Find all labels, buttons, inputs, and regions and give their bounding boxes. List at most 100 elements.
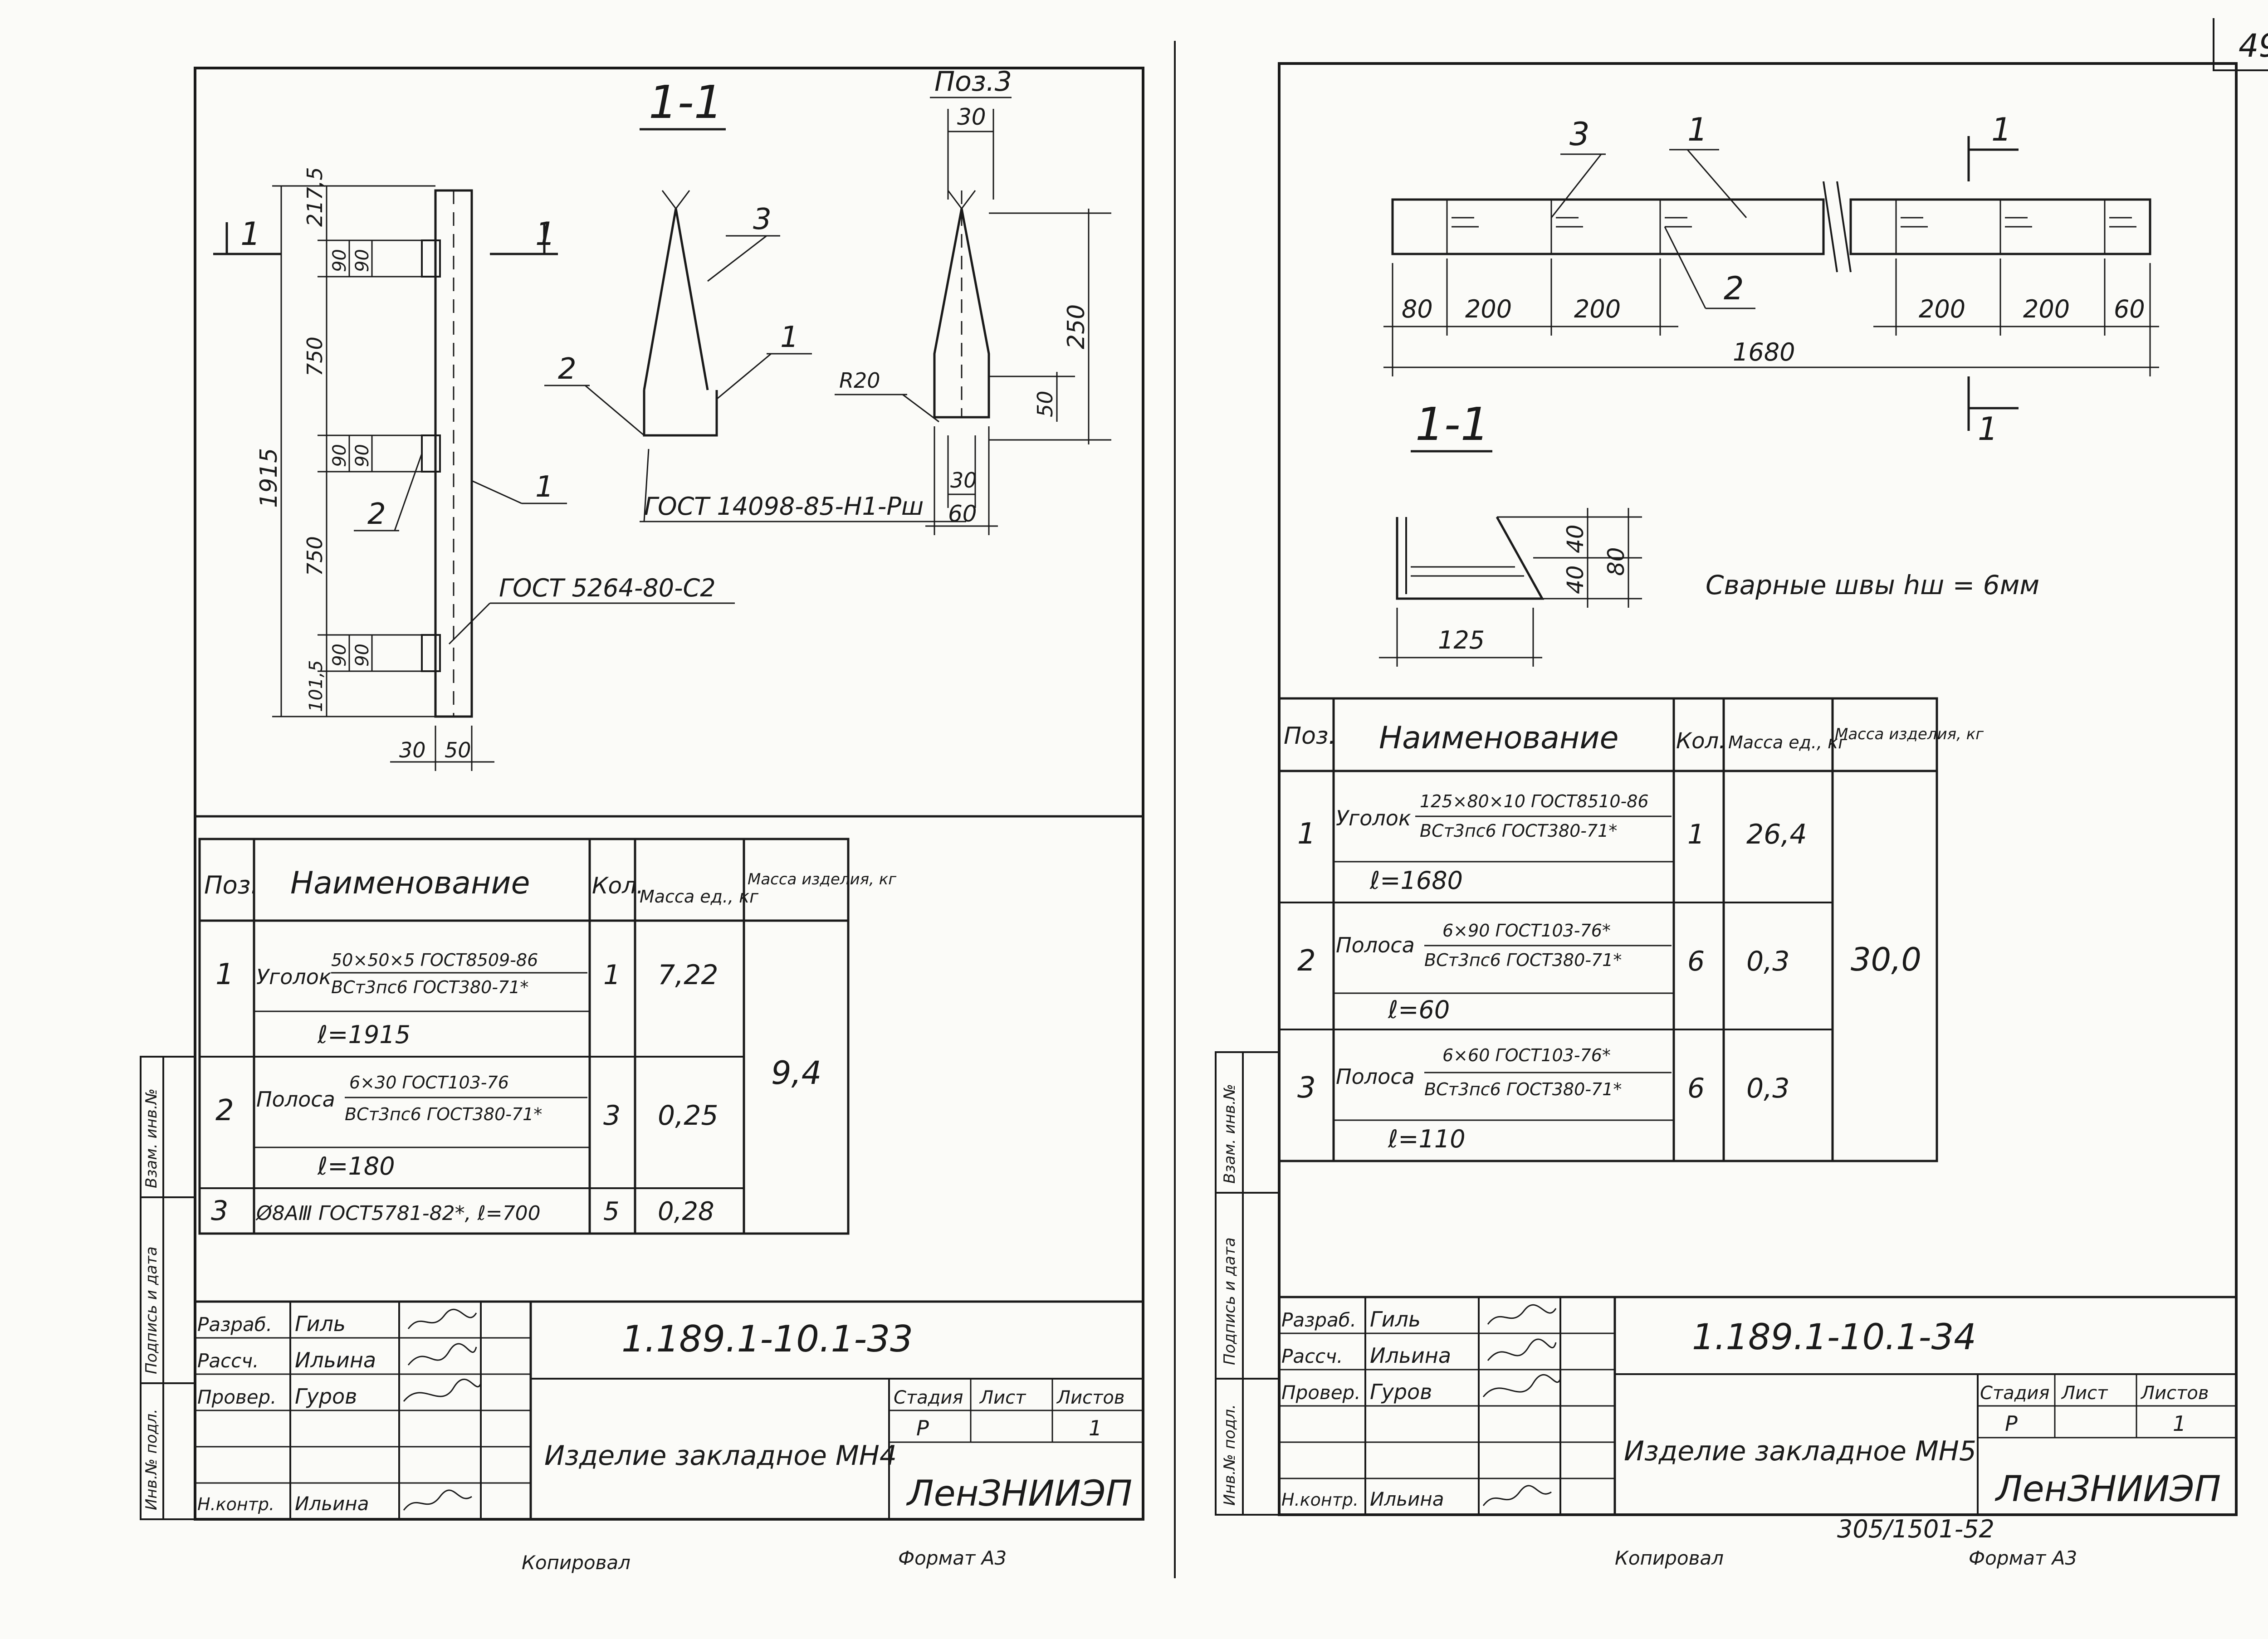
right-cut-mark-top: 1 xyxy=(1991,111,2012,148)
right-callout-1: 1 xyxy=(1687,111,1708,148)
pos3-dim-30-top: 30 xyxy=(957,104,986,130)
side-label-signature: Подпись и дата xyxy=(142,1246,161,1374)
angle-section: 40 40 80 125 xyxy=(1379,508,1642,667)
dim-90-e: 90 xyxy=(329,644,350,667)
weld-gost-label: ГОСТ 5264-80-С2 xyxy=(499,574,716,602)
r-row3-prefix: Полоса xyxy=(1336,1064,1415,1089)
table-header-pos: Поз. xyxy=(204,871,259,899)
dim-90-b: 90 xyxy=(352,249,373,272)
r-row2-pos: 2 xyxy=(1297,944,1316,978)
row1-pos: 1 xyxy=(215,958,234,991)
section-callout-1: 1 xyxy=(780,321,799,354)
row3-qty: 5 xyxy=(603,1197,620,1226)
right-footer-format: Формат А3 xyxy=(1969,1547,2077,1569)
table-header-item-mass: Масса изделия, кг xyxy=(748,870,897,888)
r-row3-name-top: 6×60 ГОСТ103-76* xyxy=(1442,1045,1611,1065)
row1-mass: 7,22 xyxy=(658,959,719,991)
r-row3-pos: 3 xyxy=(1297,1071,1316,1105)
row2-sub: ℓ=180 xyxy=(317,1152,395,1180)
left-stage: Р xyxy=(916,1416,929,1440)
right-sheet: 1 1 3 1 2 80 200 200 200 xyxy=(1215,62,2238,1569)
r-row1-prefix: Уголок xyxy=(1336,806,1411,830)
angle-dim-80: 80 xyxy=(1603,547,1629,576)
pos3-detail: Поз.3 30 250 50 R20 30 6 xyxy=(835,66,1111,535)
left-vertical-dims: 217,5 90 90 750 1915 90 90 750 90 90 101… xyxy=(255,167,435,717)
weld-note: Сварные швы hш = 6мм xyxy=(1706,570,2039,600)
r-row2-prefix: Полоса xyxy=(1336,933,1415,957)
row2-mass: 0,25 xyxy=(658,1100,719,1132)
right-sheets-header: Листов xyxy=(2140,1383,2209,1404)
right-dim-200-a: 200 xyxy=(1465,295,1512,323)
pos3-dim-50: 50 xyxy=(1033,390,1057,417)
right-sheet-header: Лист xyxy=(2061,1383,2108,1404)
r-row1-mass: 26,4 xyxy=(1746,819,1807,850)
right-dim-80: 80 xyxy=(1402,295,1433,323)
section-callout-2: 2 xyxy=(558,352,577,386)
right-name-1: Гиль xyxy=(1370,1307,1421,1332)
r-row1-name-bottom: ВСт3пс6 ГОСТ380-71* xyxy=(1420,821,1617,841)
right-cut-mark-bottom: 1 xyxy=(1978,410,1998,448)
row2-pos: 2 xyxy=(215,1094,234,1127)
row1-qty: 1 xyxy=(603,959,621,991)
r-row1-qty: 1 xyxy=(1687,819,1705,850)
right-name-3: Гуров xyxy=(1370,1380,1432,1404)
left-signature-3 xyxy=(403,1379,482,1402)
right-name-6: Ильина xyxy=(1370,1488,1444,1510)
row2-name-top: 6×30 ГОСТ103-76 xyxy=(349,1073,509,1093)
right-signature-4 xyxy=(1482,1485,1552,1506)
r-side-label-inv: Инв.№ подл. xyxy=(1221,1404,1239,1506)
right-spec-table: Поз. Наименование Кол. Масса ед., кг Мас… xyxy=(1278,697,1984,1162)
left-name-6: Ильина xyxy=(295,1493,369,1515)
angle-dim-125: 125 xyxy=(1438,626,1485,654)
pos3-dim-60: 60 xyxy=(948,501,977,527)
r-table-header-qty: Кол. xyxy=(1676,728,1725,754)
r-row2-sub: ℓ=60 xyxy=(1388,995,1450,1024)
left-cut-mark-a: 1 xyxy=(240,215,261,253)
row2-name-bottom: ВСт3пс6 ГОСТ380-71* xyxy=(345,1104,542,1124)
row3-mass: 0,28 xyxy=(658,1197,714,1226)
weld-gost-label-2: ГОСТ 14098-85-Н1-Рш xyxy=(644,492,924,521)
section-detail: 3 1 2 ГОСТ 14098-85-Н1-Рш xyxy=(544,190,966,522)
r-table-total-mass: 30,0 xyxy=(1851,941,1921,978)
right-name-2: Ильина xyxy=(1370,1343,1451,1368)
left-role-2: Рассч. xyxy=(197,1350,259,1372)
row2-prefix: Полоса xyxy=(256,1087,335,1112)
right-footer-copy: Копировал xyxy=(1615,1547,1724,1569)
angle-dim-40-a: 40 xyxy=(1562,524,1589,553)
right-role-2: Рассч. xyxy=(1281,1345,1343,1367)
right-section-label: 1-1 xyxy=(1415,398,1489,451)
table-total-mass: 9,4 xyxy=(771,1054,821,1092)
left-role-1: Разраб. xyxy=(197,1313,272,1336)
r-row3-qty: 6 xyxy=(1687,1073,1705,1104)
left-footer-format: Формат А3 xyxy=(898,1547,1007,1569)
r-row2-mass: 0,3 xyxy=(1746,946,1789,977)
right-side-labels: Подпись и дата Взам. инв.№ Инв.№ подл. xyxy=(1215,1051,1280,1516)
left-signature-1 xyxy=(407,1308,477,1329)
section-callout-3: 3 xyxy=(753,203,772,236)
right-dims: 80 200 200 200 200 60 1680 xyxy=(1383,259,2159,376)
left-spec-table: Поз. Наименование Кол. Масса ед., кг Мас… xyxy=(198,838,897,1235)
right-org: ЛенЗНИИЭП xyxy=(1994,1469,2221,1510)
left-name-2: Ильина xyxy=(295,1348,376,1372)
right-dim-60: 60 xyxy=(2114,295,2145,323)
dim-90-f: 90 xyxy=(352,644,373,667)
dim-101-5: 101,5 xyxy=(306,660,327,712)
dim-90-a: 90 xyxy=(329,249,350,272)
r-row1-pos: 1 xyxy=(1297,817,1316,851)
dim-90-d: 90 xyxy=(352,444,373,467)
row1-name-bottom: ВСт3пс6 ГОСТ380-71* xyxy=(331,977,528,997)
right-signature-1 xyxy=(1487,1304,1557,1325)
table-header-unit-mass: Масса ед., кг xyxy=(640,887,759,907)
dim-50-bottom: 50 xyxy=(445,738,471,762)
right-item-name: Изделие закладное МН5 xyxy=(1624,1435,1976,1467)
left-callout-2: 2 xyxy=(367,498,386,531)
right-signature-2 xyxy=(1487,1338,1557,1361)
table-header-name: Наименование xyxy=(290,865,530,901)
r-table-header-pos: Поз. xyxy=(1284,722,1336,750)
row3-name: Ø8АⅢ ГОСТ5781-82*, ℓ=700 xyxy=(255,1202,541,1225)
pos3-title: Поз.3 xyxy=(934,66,1012,98)
right-role-6: Н.контр. xyxy=(1281,1490,1359,1510)
pos3-dim-250: 250 xyxy=(1063,304,1090,349)
right-dim-1680: 1680 xyxy=(1733,338,1795,366)
left-section-label: 1-1 xyxy=(649,76,723,129)
